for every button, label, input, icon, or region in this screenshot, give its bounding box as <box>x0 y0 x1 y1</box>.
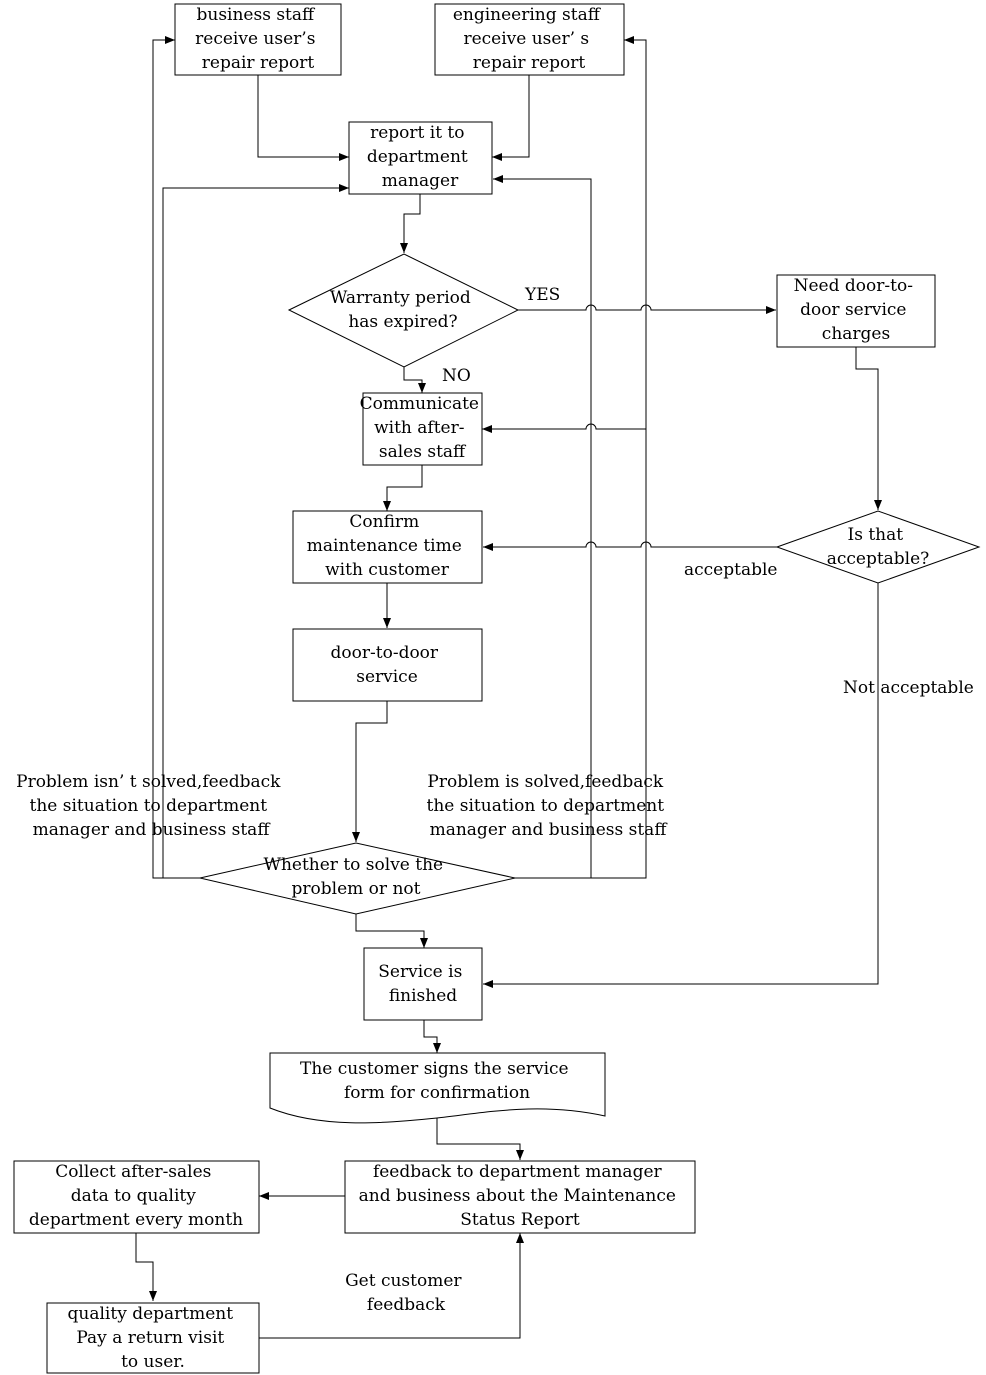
yes-label: YES <box>524 285 560 305</box>
edge-branch-to-communicate <box>482 423 646 433</box>
customer-signs-label: The customer signs the service form for … <box>300 1059 574 1103</box>
need-charges-label: Need door-to- door service charges <box>794 276 919 344</box>
edge-business-to-report <box>257 75 349 161</box>
edge-report-to-warranty <box>400 194 421 253</box>
warranty-decision <box>287 253 520 368</box>
edge-warranty-no <box>403 367 426 393</box>
business-staff-box <box>174 3 342 76</box>
collect-data-label: Collect after-sales data to quality depa… <box>29 1162 243 1230</box>
service-finished-label: Service is finished <box>378 962 467 1006</box>
communicate-label: Communicate with after- sales staff <box>360 394 485 462</box>
engineering-staff-label: engineering staff receive user’ s repair… <box>453 5 605 73</box>
acceptable-label: acceptable <box>684 560 777 580</box>
confirm-time-label: Confirm maintenance time with customer <box>307 512 467 580</box>
service-finished-box <box>363 947 483 1021</box>
acceptable-q-label: Is that acceptable? <box>827 525 930 569</box>
confirm-time-box <box>292 510 483 584</box>
need-charges-box <box>776 274 936 348</box>
edge-door-to-solve <box>352 701 388 842</box>
customer-signs-document <box>269 1052 606 1124</box>
edge-solve-to-finished <box>355 914 428 948</box>
feedback-report-label: feedback to department manager and busin… <box>359 1162 682 1230</box>
feedback-report-box <box>344 1160 696 1234</box>
edge-visit-to-feedback <box>259 1233 524 1339</box>
door-service-box <box>292 628 483 702</box>
engineering-staff-box <box>434 3 625 76</box>
communicate-box <box>362 392 483 466</box>
edge-acceptable-no <box>483 583 879 988</box>
solved-label: Problem is solved,feedback the situation… <box>427 772 670 840</box>
get-feedback-label: Get customer feedback <box>345 1271 467 1315</box>
report-manager-label: report it to department manager <box>367 123 473 191</box>
warranty-label: Warranty period has expired? <box>330 288 476 332</box>
quality-visit-label: quality department Pay a return visit to… <box>68 1304 239 1372</box>
not-solved-label: Problem isn’ t solved,feedback the situa… <box>16 772 286 840</box>
edge-communicate-to-confirm <box>383 465 423 511</box>
edge-not-solved-to-business <box>152 36 200 879</box>
edge-collect-to-visit <box>135 1233 157 1301</box>
edge-acceptable-yes <box>483 541 777 551</box>
edge-finished-to-signs <box>423 1020 441 1053</box>
acceptable-decision <box>775 510 981 584</box>
edge-charges-to-acceptable <box>855 347 882 510</box>
edge-solved-to-engineering <box>515 36 647 879</box>
edge-warranty-yes <box>518 304 776 314</box>
business-staff-label: business staff receive user’s repair rep… <box>195 5 321 73</box>
no-label: NO <box>442 366 471 386</box>
edge-not-solved-to-report <box>162 184 349 879</box>
not-acceptable-label: Not acceptable <box>843 678 974 698</box>
quality-visit-box <box>46 1302 260 1374</box>
node-labels: business staff receive user’s repair rep… <box>29 5 929 1372</box>
solve-decision <box>199 842 516 915</box>
edge-labels: YES NO acceptable Not acceptable Problem… <box>16 285 974 1315</box>
collect-data-box <box>13 1160 260 1234</box>
edge-engineering-to-report <box>492 75 530 161</box>
edge-signs-to-feedback <box>436 1118 524 1160</box>
connectors <box>135 36 882 1339</box>
door-service-label: door-to-door service <box>331 643 444 687</box>
report-manager-box <box>348 121 493 195</box>
solve-q-label: Whether to solve the problem or not <box>263 855 448 899</box>
